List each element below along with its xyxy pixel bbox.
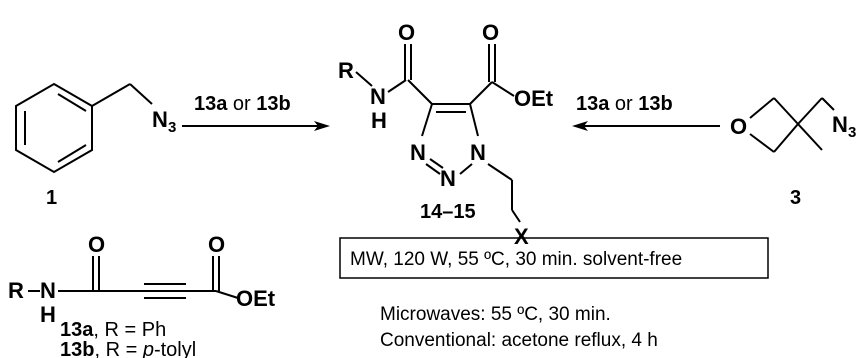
product-n-amide: N <box>370 84 386 109</box>
left-arrowhead <box>314 121 330 131</box>
azide-atom-n: N <box>152 107 168 132</box>
oxetane-azide-n: N <box>832 112 848 137</box>
conditions-box <box>339 237 769 279</box>
reagent-n-atom: N <box>40 278 56 303</box>
reagent-oet: OEt <box>236 286 276 311</box>
oxetane-o-atom: O <box>730 114 747 139</box>
reagent-label-13b: 13b, R = p-tolyl <box>60 339 196 358</box>
triazole-product-structure: R N H O N N N O OEt X <box>338 20 554 249</box>
left-arrow-label: 13a or 13b <box>194 93 291 115</box>
oxetane-azide-structure: O N 3 <box>730 97 856 153</box>
product-o-ester: O <box>482 20 499 45</box>
compound-label-1: 1 <box>46 187 57 209</box>
reagent-o-ester: O <box>208 232 225 257</box>
conditions-line-microwave: Microwaves: 55 ºC, 30 min. <box>380 304 611 325</box>
product-oet: OEt <box>514 86 554 111</box>
product-x-atom: X <box>514 224 529 249</box>
conditions-box-text: MW, 120 W, 55 ºC, 30 min. solvent-free <box>350 249 682 270</box>
right-arrow-label: 13a or 13b <box>576 93 673 115</box>
compound-label-3: 3 <box>790 187 801 209</box>
reagent-label-13a: 13a, R = Ph <box>60 319 166 341</box>
product-h-amide: H <box>371 108 387 133</box>
alkyne-reagent-structure: R N H O O OEt <box>8 232 276 327</box>
oxetane-azide-subscript: 3 <box>848 124 856 141</box>
conditions-line-conventional: Conventional: acetone reflux, 4 h <box>380 330 658 351</box>
reagent-o-amide: O <box>88 232 105 257</box>
compound-label-14-15: 14–15 <box>420 201 476 223</box>
product-n-ring-left: N <box>410 140 426 165</box>
product-r-atom: R <box>338 58 354 83</box>
right-arrowhead <box>572 121 588 131</box>
product-o-amide: O <box>398 20 415 45</box>
reagent-h-atom: H <box>40 302 56 327</box>
reagent-r-atom: R <box>8 278 24 303</box>
product-n-ring-bottom: N <box>440 166 456 191</box>
azide-subscript: 3 <box>168 119 176 136</box>
product-n-ring-right: N <box>470 140 486 165</box>
benzyl-azide-structure: N 3 <box>15 82 176 174</box>
